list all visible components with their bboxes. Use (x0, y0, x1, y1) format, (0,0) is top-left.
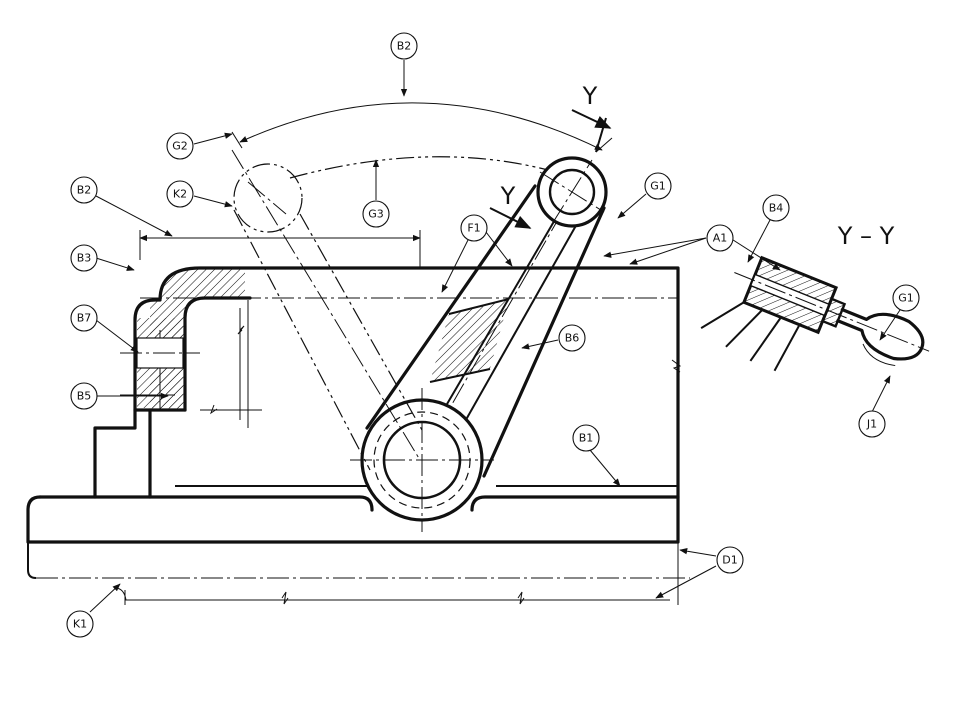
callout-b7: B7 (70, 304, 98, 332)
leaders (89, 60, 901, 613)
base-plate (26, 495, 690, 605)
callout-k2: K2 (166, 180, 194, 208)
svg-text:B7: B7 (77, 312, 92, 325)
bottom-dimension (114, 587, 670, 605)
section-view-title: Y – Y (837, 222, 895, 250)
callout-k1: K1 (66, 610, 94, 638)
callout-g1-section: G1 (892, 284, 920, 312)
svg-text:K1: K1 (73, 618, 87, 631)
housing-section-hatch (120, 268, 245, 410)
angle-dimension (231, 102, 613, 153)
svg-text:A1: A1 (713, 232, 728, 245)
callout-g1-link: G1 (644, 172, 672, 200)
callout-b2-top: B2 (390, 32, 418, 60)
callout-b5: B5 (70, 382, 98, 410)
svg-text:G2: G2 (172, 140, 188, 153)
callout-d1: D1 (716, 546, 744, 574)
svg-text:F1: F1 (467, 222, 480, 235)
callout-a1: A1 (706, 224, 734, 252)
callout-b1: B1 (572, 424, 600, 452)
callout-b3: B3 (70, 244, 98, 272)
cut-letter-lower: Y (500, 182, 516, 210)
callout-g2: G2 (166, 132, 194, 160)
svg-text:B5: B5 (77, 390, 92, 403)
callout-b6: B6 (558, 324, 586, 352)
svg-text:K2: K2 (173, 188, 187, 201)
callout-g3: G3 (362, 200, 390, 228)
section-view: Y – Y (700, 222, 930, 372)
callout-j1: J1 (858, 410, 886, 438)
svg-text:B2: B2 (397, 40, 412, 53)
callout-f1: F1 (460, 214, 488, 242)
top-pivot (536, 156, 608, 228)
phantom-position (231, 149, 549, 471)
svg-text:B1: B1 (579, 432, 594, 445)
svg-text:B4: B4 (769, 202, 784, 215)
svg-text:B6: B6 (565, 332, 580, 345)
svg-text:B2: B2 (77, 184, 92, 197)
cut-letter-top: Y (582, 82, 598, 110)
top-dimension (139, 230, 421, 268)
svg-text:B3: B3 (77, 252, 92, 265)
cutting-plane: Y Y (489, 82, 612, 229)
bottom-pivot (350, 388, 494, 532)
svg-text:G1: G1 (650, 180, 666, 193)
swing-arm (365, 184, 606, 478)
svg-text:G1: G1 (898, 292, 914, 305)
svg-text:D1: D1 (722, 554, 737, 567)
callout-b4: B4 (762, 194, 790, 222)
svg-text:J1: J1 (866, 418, 877, 431)
svg-text:G3: G3 (368, 208, 384, 221)
callout-b2-left: B2 (70, 176, 98, 204)
